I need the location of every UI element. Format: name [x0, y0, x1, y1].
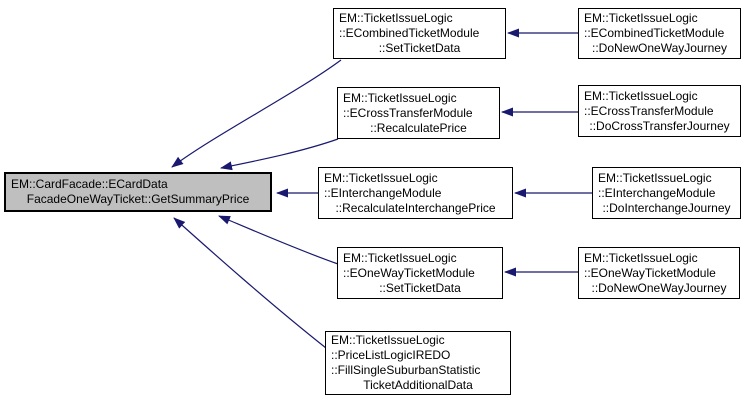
node-label-line: ::ECrossTransferModule [343, 105, 473, 120]
node-ecombinedticketmodule-donewonewayjourney[interactable]: EM::TicketIssueLogic ::ECombinedTicketMo… [578, 8, 741, 59]
node-label-line: ::DoNewOneWayJourney [592, 41, 727, 55]
node-label-line: EM::TicketIssueLogic [324, 170, 438, 185]
node-label-line: EM::TicketIssueLogic [331, 333, 445, 347]
edge-crossrecalc-to-main [220, 138, 339, 171]
edge-pricelist-to-main [173, 217, 327, 349]
node-label-line: ::RecalculateInterchangePrice [335, 200, 496, 215]
node-label-line: EM::TicketIssueLogic [584, 11, 698, 25]
node-label-line: EM::CardFacade::ECardData [11, 177, 168, 191]
node-ecombinedticketmodule-setticketdata[interactable]: EM::TicketIssueLogic ::ECombinedTicketMo… [333, 8, 506, 59]
node-label-line: EM::TicketIssueLogic [598, 170, 712, 185]
node-eonewayticketmodule-donewonewayjourney[interactable]: EM::TicketIssueLogic ::EOneWayTicketModu… [578, 247, 740, 299]
node-label-line: ::ECombinedTicketModule [339, 26, 480, 40]
node-label-line: ::EInterchangeModule [598, 185, 716, 200]
node-label-line: EM::TicketIssueLogic [339, 11, 453, 25]
node-label-line: EM::TicketIssueLogic [343, 90, 457, 105]
node-label-line: ::SetTicketData [378, 41, 461, 55]
node-label-line: ::ECombinedTicketModule [584, 26, 725, 40]
edge-combinedset-to-main [171, 59, 342, 168]
edge-onewayset-to-main [218, 215, 339, 265]
node-getsummaryprice[interactable]: EM::CardFacade::ECardData FacadeOneWayTi… [4, 172, 272, 212]
node-label-line: TicketAdditionalData [363, 378, 473, 392]
node-label-line: EM::TicketIssueLogic [584, 88, 698, 103]
node-label-line: ::PriceListLogicIREDO [331, 348, 451, 362]
node-ecrosstransfermodule-docrosstransferjourney[interactable]: EM::TicketIssueLogic ::ECrossTransferMod… [578, 85, 741, 137]
node-label-line: EM::TicketIssueLogic [343, 250, 457, 265]
node-einterchangemodule-dointerchangejourney[interactable]: EM::TicketIssueLogic ::EInterchangeModul… [592, 167, 741, 219]
node-label-line: ::EInterchangeModule [324, 185, 442, 200]
node-pricelistlogiciredo-fillsinglesuburbanstatisticticketadditionaldata[interactable]: EM::TicketIssueLogic ::PriceListLogicIRE… [325, 331, 511, 395]
node-eonewayticketmodule-setticketdata[interactable]: EM::TicketIssueLogic ::EOneWayTicketModu… [337, 247, 503, 299]
node-label-line: ::DoCrossTransferJourney [589, 118, 730, 133]
node-label-line: ::DoInterchangeJourney [602, 200, 731, 215]
node-label-line: ::DoNewOneWayJourney [591, 280, 727, 295]
node-ecrosstransfermodule-recalculateprice[interactable]: EM::TicketIssueLogic ::ECrossTransferMod… [337, 87, 500, 139]
node-label-line: FacadeOneWayTicket::GetSummaryPrice [26, 192, 250, 206]
node-label-line: EM::TicketIssueLogic [584, 250, 698, 265]
node-label-line: ::EOneWayTicketModule [584, 265, 716, 280]
node-label-line: ::FillSingleSuburbanStatistic [331, 363, 481, 377]
node-einterchangemodule-recalculateinterchangeprice[interactable]: EM::TicketIssueLogic ::EInterchangeModul… [318, 167, 513, 219]
node-label-line: ::SetTicketData [379, 280, 461, 295]
node-label-line: ::ECrossTransferModule [584, 103, 714, 118]
node-label-line: ::EOneWayTicketModule [343, 265, 475, 280]
node-label-line: ::RecalculatePrice [370, 120, 467, 135]
